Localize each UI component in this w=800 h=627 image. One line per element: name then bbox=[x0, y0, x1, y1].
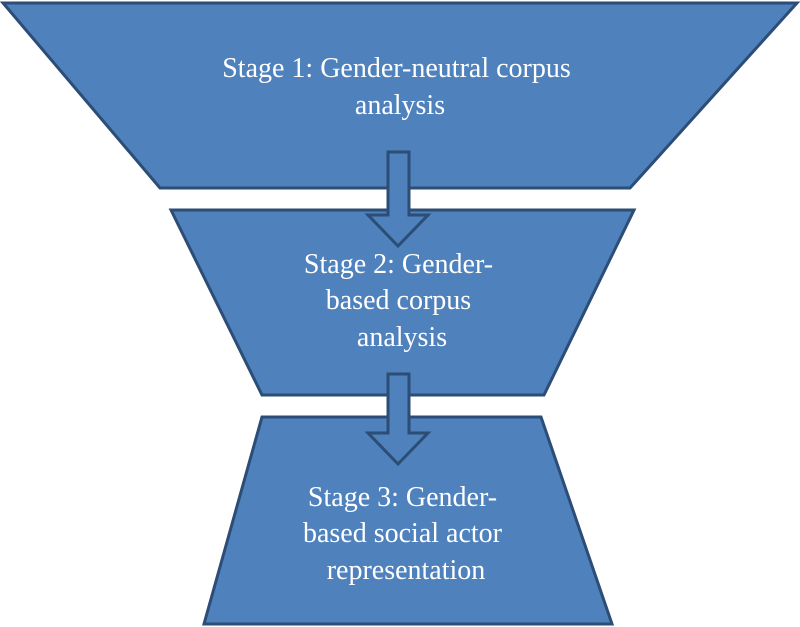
stage-3-line-2: based social actor bbox=[303, 518, 503, 549]
down-arrow-icon bbox=[364, 372, 432, 467]
stage-2: Stage 2: Gender- based corpus analysis bbox=[168, 208, 637, 397]
stage-3-shape bbox=[202, 415, 615, 626]
stage-3-line-1: Stage 3: Gender- bbox=[308, 482, 497, 513]
stage-1: Stage 1: Gender-neutral corpus analysis bbox=[0, 1, 800, 190]
down-arrow-icon bbox=[364, 150, 432, 249]
stage-2-line-3: analysis bbox=[357, 322, 447, 353]
stage-1-line-2: analysis bbox=[355, 90, 445, 121]
stage-3: Stage 3: Gender- based social actor repr… bbox=[202, 415, 615, 626]
stage-2-line-1: Stage 2: Gender- bbox=[304, 249, 493, 280]
stage-1-line-1: Stage 1: Gender-neutral corpus bbox=[222, 53, 571, 84]
stage-2-label: Stage 2: Gender- based corpus analysis bbox=[304, 249, 500, 353]
stage-3-label: Stage 3: Gender- based social actor repr… bbox=[303, 482, 509, 586]
stage-3-line-3: representation bbox=[327, 555, 486, 586]
stage-1-shape bbox=[0, 1, 800, 190]
stage-1-label: Stage 1: Gender-neutral corpus analysis bbox=[222, 53, 578, 121]
stage-2-shape bbox=[168, 208, 637, 397]
stage-2-line-2: based corpus bbox=[326, 285, 471, 316]
